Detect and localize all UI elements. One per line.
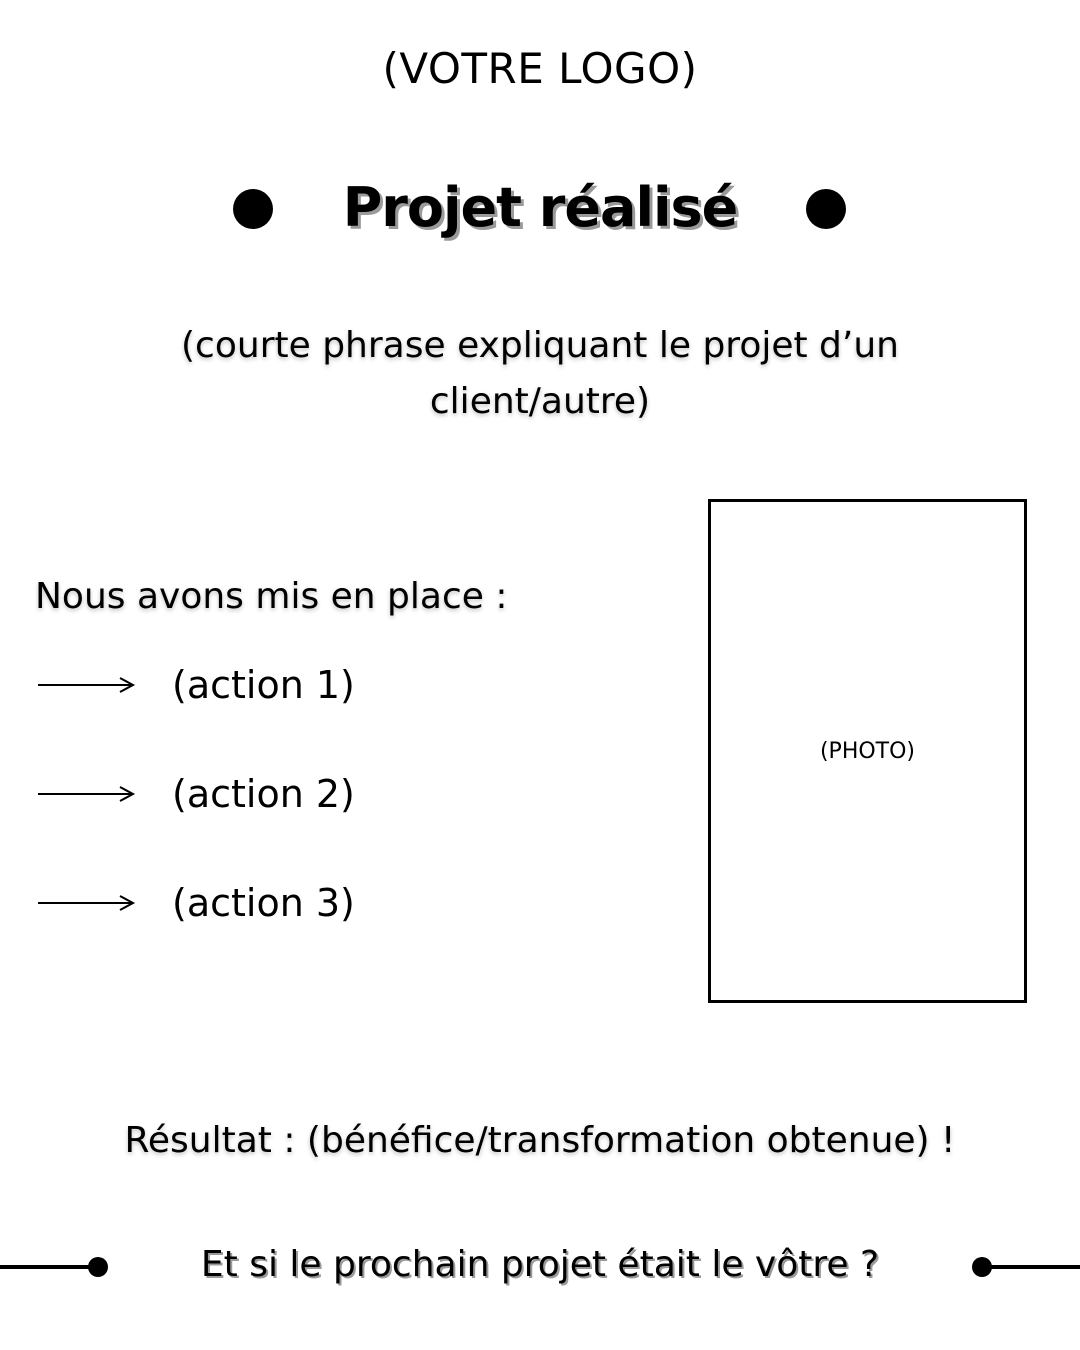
title-left-dot-icon <box>233 189 273 229</box>
cta-left-line <box>0 1265 96 1269</box>
arrow-right-icon <box>38 786 136 802</box>
result-statement: Résultat : (bénéfice/transformation obte… <box>124 1120 956 1161</box>
logo-placeholder: (VOTRE LOGO) <box>382 44 698 93</box>
action-label: (action 1) <box>172 663 355 707</box>
photo-placeholder-label: (PHOTO) <box>819 738 916 764</box>
action-item: (action 1) <box>38 660 355 710</box>
action-label: (action 2) <box>172 772 355 816</box>
action-item: (action 3) <box>38 878 355 928</box>
action-item: (action 2) <box>38 769 355 819</box>
title-right-dot-icon <box>806 189 846 229</box>
cta-right-line <box>982 1265 1080 1269</box>
cta-left-dot-icon <box>88 1257 108 1277</box>
arrow-right-icon <box>38 677 136 693</box>
actions-intro: Nous avons mis en place : <box>35 576 508 617</box>
project-description: (courte phrase expliquant le projet d’un… <box>181 325 899 422</box>
action-label: (action 3) <box>172 881 355 925</box>
page-title: Projet réalisé <box>342 176 739 239</box>
photo-placeholder-frame: (PHOTO) <box>708 499 1027 1003</box>
arrow-right-icon <box>38 895 136 911</box>
call-to-action: Et si le prochain projet était le vôtre … <box>200 1244 880 1285</box>
